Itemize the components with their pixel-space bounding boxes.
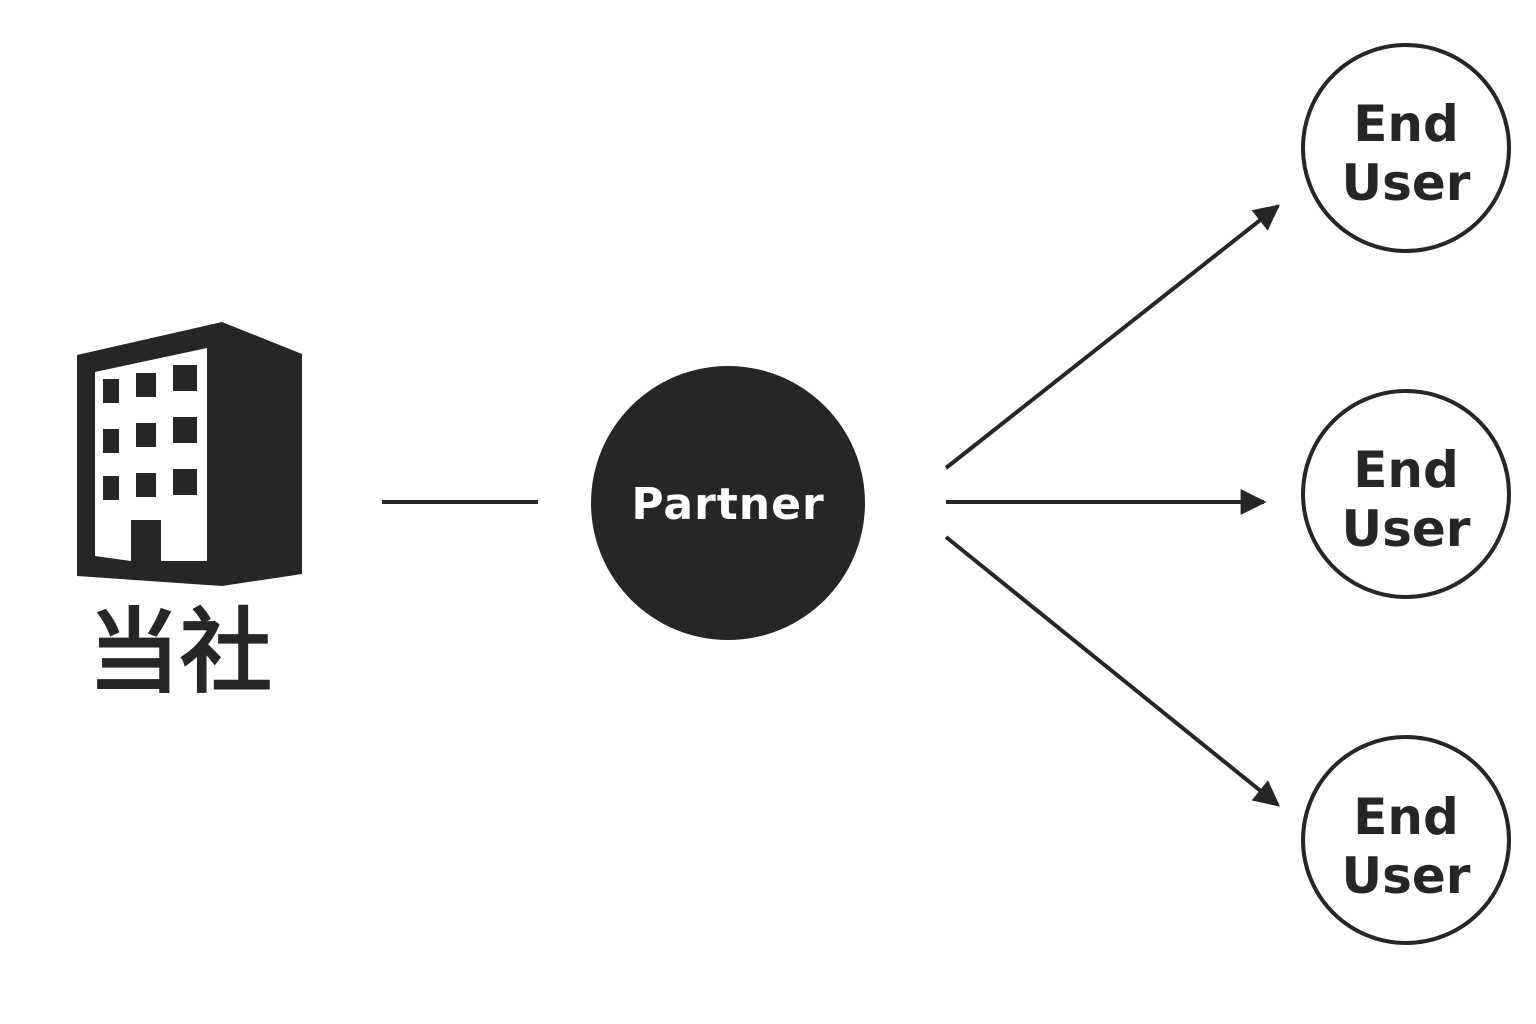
partner-label: Partner (631, 479, 824, 530)
office-building-icon (77, 322, 302, 586)
partner-circle (591, 366, 865, 640)
end-user-label-line2: User (1342, 500, 1471, 558)
end-user-label-line1: End (1353, 441, 1459, 499)
end-user-circle (1301, 735, 1511, 945)
end-user-label-line1: End (1353, 788, 1459, 846)
company-label: 当社 (88, 599, 272, 706)
arrow-to-end-user-top (944, 204, 1281, 470)
end-user-label-line2: User (1342, 154, 1471, 212)
end-user-node: End User (1301, 389, 1511, 599)
end-user-circle (1301, 389, 1511, 599)
partner-node: Partner (591, 366, 865, 640)
end-user-circle (1301, 43, 1511, 253)
end-user-label-line1: End (1353, 95, 1459, 153)
arrow-to-end-user-bottom (944, 535, 1281, 807)
end-user-node: End User (1301, 735, 1511, 945)
end-user-node: End User (1301, 43, 1511, 253)
end-user-label-line2: User (1342, 847, 1471, 905)
